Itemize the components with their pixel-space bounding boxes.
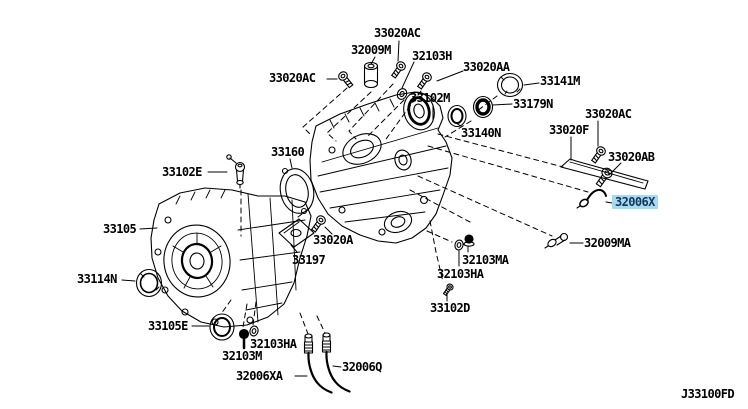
bolt-glyph-33020ac-right	[589, 144, 608, 165]
bolt-glyph-33020ac-left	[336, 69, 356, 90]
seal-glyph-33140n	[448, 106, 466, 127]
part-label-33020ab[interactable]: 33020AB	[608, 150, 655, 164]
part-label-32006xa[interactable]: 32006XA	[236, 369, 283, 383]
drawing-code: J33100FD	[681, 387, 735, 401]
part-label-33105e[interactable]: 33105E	[148, 319, 188, 333]
part-label-33020f[interactable]: 33020F	[549, 123, 589, 137]
washer-glyph-32103ha-bottom	[249, 325, 259, 337]
sensor-glyph-33102e	[227, 155, 245, 188]
part-label-33102d[interactable]: 33102D	[430, 301, 470, 315]
bolt-glyph-33020a	[309, 213, 328, 234]
bolt-glyph-33020aa	[415, 70, 434, 91]
bolt-glyph-32103m	[240, 330, 249, 349]
retainer-glyph-33160	[276, 166, 318, 217]
plug-glyph-32103ma	[464, 235, 474, 246]
part-label-32103h[interactable]: 32103H	[412, 49, 452, 63]
seal-glyph-33114n	[137, 270, 162, 297]
part-label-32009ma[interactable]: 32009MA	[584, 236, 631, 250]
part-label-32103ma[interactable]: 32103MA	[462, 253, 509, 267]
switch-glyph-32009ma	[545, 234, 568, 249]
part-label-33020aa[interactable]: 33020AA	[463, 60, 510, 74]
part-label-32103ha-bottom[interactable]: 32103HA	[250, 337, 297, 351]
ring-glyph-33179n	[474, 97, 493, 118]
part-label-33020ac-left[interactable]: 33020AC	[269, 71, 316, 85]
bushing-glyph-32009m	[365, 63, 378, 88]
part-label-33102e[interactable]: 33102E	[162, 165, 202, 179]
part-label-32009m[interactable]: 32009M	[351, 43, 391, 57]
part-label-32006x-highlighted[interactable]: 32006X	[612, 195, 658, 209]
part-label-33141m[interactable]: 33141M	[540, 74, 580, 88]
assembly-dashed-lines	[221, 84, 588, 334]
switch-glyph-32006x	[577, 190, 606, 208]
part-label-33140n[interactable]: 33140N	[461, 126, 501, 140]
bolt-glyph-33020ac-top	[389, 59, 408, 80]
part-label-33020ac-top[interactable]: 33020AC	[374, 26, 421, 40]
part-label-33102m[interactable]: 33102M	[410, 91, 450, 105]
part-label-32103m[interactable]: 32103M	[222, 349, 262, 363]
rear-case-drawing	[310, 89, 452, 243]
washer-glyph-32103ha-mid	[454, 239, 464, 251]
part-label-33020a[interactable]: 33020A	[313, 233, 353, 247]
part-label-32006q[interactable]: 32006Q	[342, 360, 382, 374]
ring-glyph-33141m	[498, 74, 523, 97]
part-label-33020ac-right[interactable]: 33020AC	[585, 107, 632, 121]
part-label-33197[interactable]: 33197	[292, 253, 326, 267]
leader-lines	[122, 41, 621, 376]
part-label-32103ha-mid[interactable]: 32103HA	[437, 267, 484, 281]
part-label-33114n[interactable]: 33114N	[77, 272, 117, 286]
part-label-33160[interactable]: 33160	[271, 145, 305, 159]
plate-glyph-33197	[279, 219, 314, 247]
washer-glyph-32103h	[396, 87, 409, 101]
plate-glyph-33020f	[561, 159, 648, 189]
front-case-drawing	[151, 188, 311, 327]
bolt-glyph-33102d	[441, 282, 455, 297]
seal-glyph-33105e	[210, 314, 234, 340]
part-label-33105[interactable]: 33105	[103, 222, 137, 236]
part-label-33179n[interactable]: 33179N	[513, 97, 553, 111]
